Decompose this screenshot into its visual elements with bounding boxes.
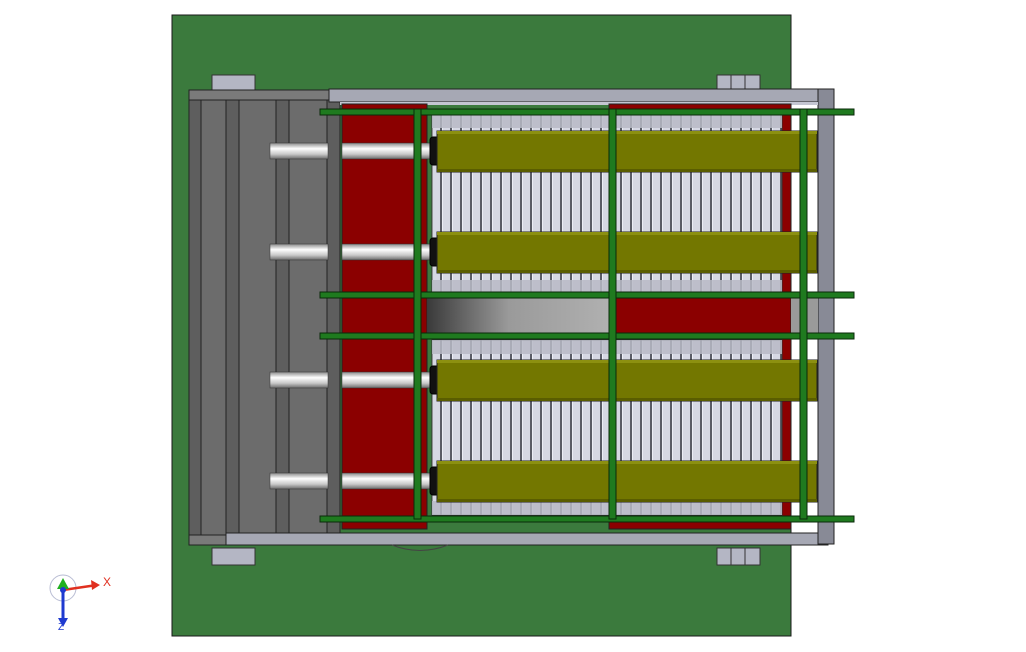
guide-bar[interactable] [319,515,855,523]
roller[interactable] [436,460,818,503]
center-gap[interactable] [427,296,609,336]
roller[interactable] [436,130,818,173]
guide-post[interactable] [413,108,422,520]
rollers[interactable] [436,130,818,503]
mounting-foot[interactable] [716,547,761,566]
guide-frame[interactable] [319,108,855,523]
guide-bar[interactable] [319,332,855,340]
mounting-foot[interactable] [211,547,256,566]
frame-post[interactable] [188,89,202,546]
push-rods[interactable] [269,136,441,496]
roller[interactable] [436,359,818,402]
triad-x-label: X [103,575,112,589]
guide-post[interactable] [608,108,617,520]
mounting-feet[interactable] [211,74,761,566]
mounting-foot[interactable] [211,74,256,92]
guide-bar[interactable] [319,108,855,116]
roller[interactable] [436,231,818,274]
coordinate-triad-icon [49,574,100,627]
push-rod[interactable] [269,466,441,496]
guide-bar[interactable] [319,291,855,299]
frame-post[interactable] [225,89,240,546]
heater-panel-left[interactable] [341,103,428,530]
silver-rail-frame[interactable] [225,88,835,551]
guide-post[interactable] [799,108,808,520]
triad-z-label: Z [58,622,65,633]
push-rod[interactable] [269,136,441,166]
